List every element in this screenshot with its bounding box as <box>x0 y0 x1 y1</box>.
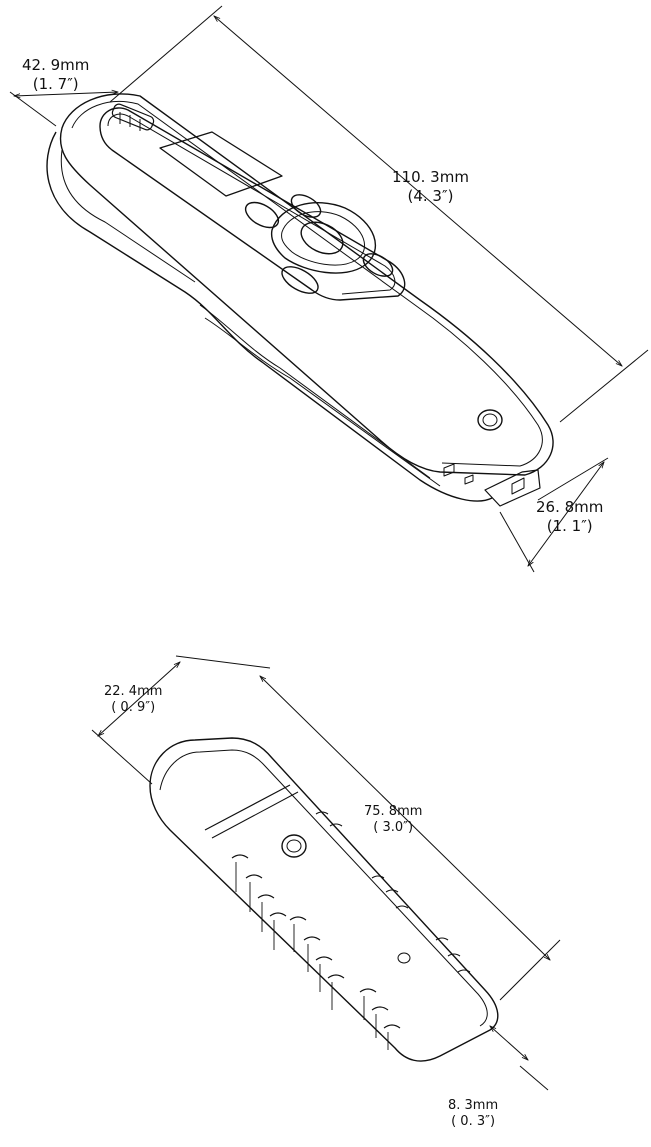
device-width-imperial: (1. 7″) <box>22 75 89 94</box>
receiver-cap-seam <box>205 785 290 830</box>
presenter-device <box>47 94 553 506</box>
receiver-length-metric: 75. 8mm <box>364 804 422 820</box>
grip-ridges <box>232 812 470 1050</box>
receiver-width-imperial: ( 0. 9″) <box>104 700 162 716</box>
receiver-width-metric: 22. 4mm <box>104 684 162 700</box>
receiver-height-imperial: ( 0. 3″) <box>448 1114 498 1130</box>
receiver-height-metric: 8. 3mm <box>448 1098 498 1114</box>
side-button <box>478 410 502 430</box>
keypad-panel <box>100 108 405 300</box>
device-top-face <box>60 94 553 475</box>
usb-receiver <box>150 738 498 1061</box>
logo-mark <box>111 103 155 132</box>
device-height-imperial: (1. 1″) <box>536 517 603 536</box>
device-height-label: 26. 8mm (1. 1″) <box>536 498 603 536</box>
device-width-label: 42. 9mm (1. 7″) <box>22 56 89 94</box>
receiver-dimension-lines <box>92 656 560 1090</box>
device-dimension-lines <box>10 6 648 572</box>
receiver-length-label: 75. 8mm ( 3.0″) <box>364 804 422 836</box>
receiver-led <box>282 835 306 857</box>
receiver-length-imperial: ( 3.0″) <box>364 820 422 836</box>
receiver-small-hole <box>398 953 410 963</box>
device-length-label: 110. 3mm (4. 3″) <box>392 168 469 206</box>
device-width-metric: 42. 9mm <box>22 56 89 75</box>
dpad-ring <box>272 203 376 273</box>
receiver-width-label: 22. 4mm ( 0. 9″) <box>104 684 162 716</box>
receiver-height-label: 8. 3mm ( 0. 3″) <box>448 1098 498 1130</box>
device-length-metric: 110. 3mm <box>392 168 469 187</box>
receiver-body <box>150 738 498 1061</box>
device-height-metric: 26. 8mm <box>536 498 603 517</box>
device-length-imperial: (4. 3″) <box>392 187 469 206</box>
